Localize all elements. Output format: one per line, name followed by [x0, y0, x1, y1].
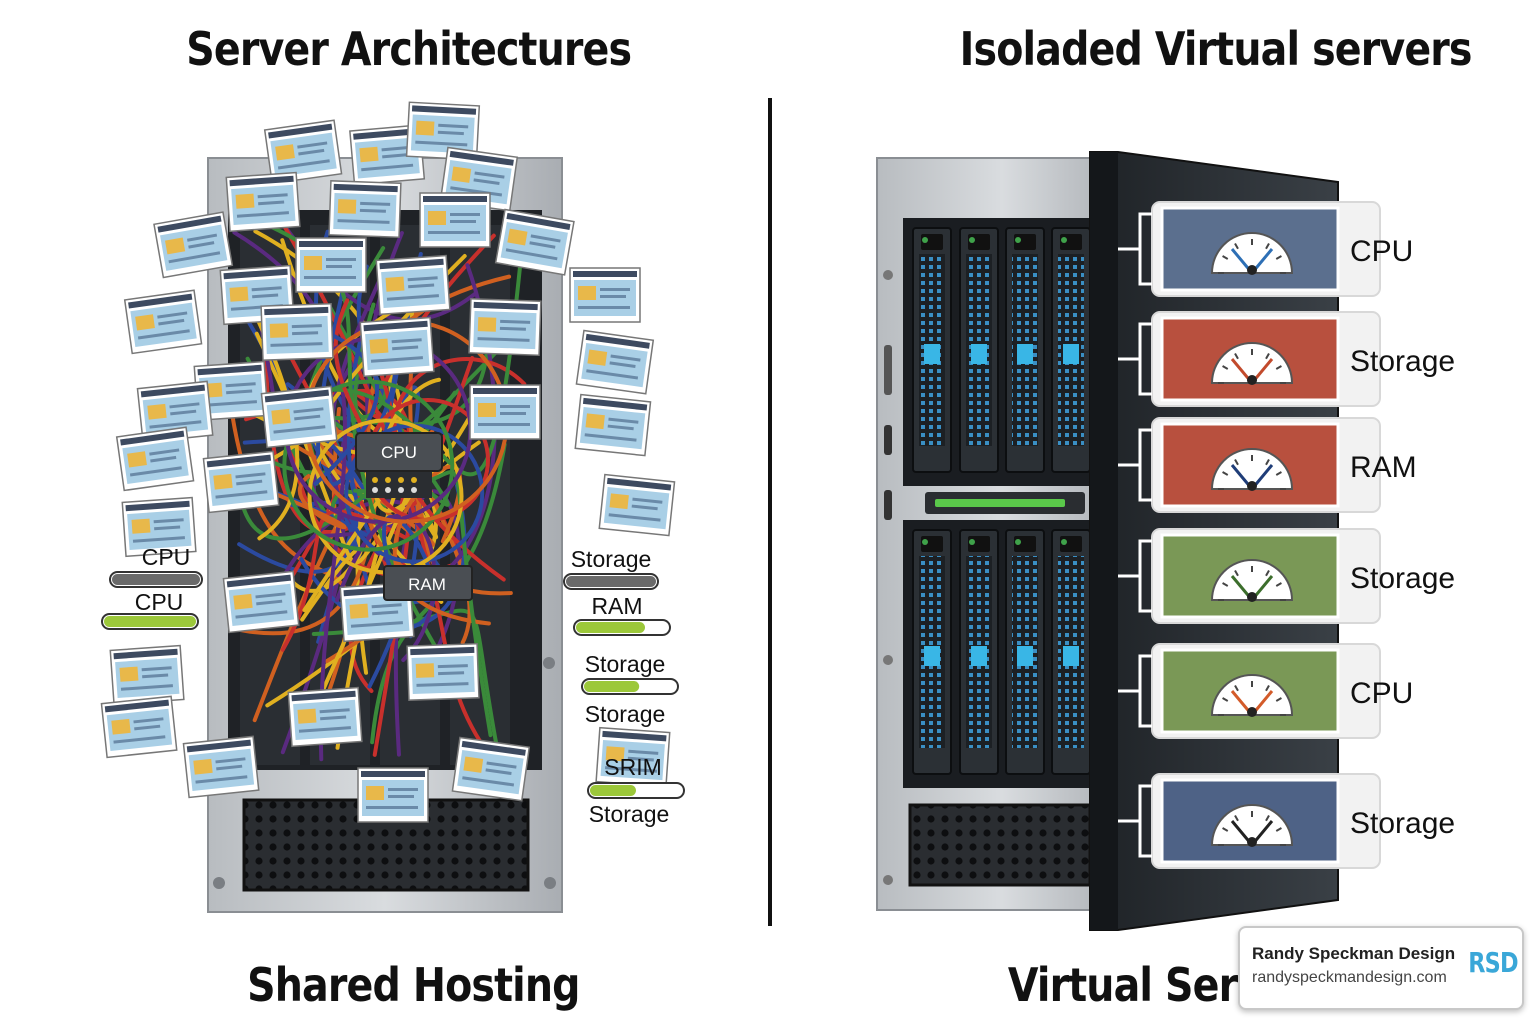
brand-logo-icon: RSD — [1468, 946, 1518, 979]
gauge-icon — [1210, 342, 1294, 384]
panel-label: Storage — [1350, 807, 1455, 840]
resource-panel: CPU — [1118, 643, 1413, 739]
resource-label: CPU — [135, 589, 184, 615]
panel-label: CPU — [1350, 235, 1413, 268]
ram-chip-label: RAM — [408, 575, 446, 594]
resource-bar-fill — [566, 576, 656, 587]
gauge-icon — [1210, 232, 1294, 274]
resource-bar-fill — [576, 622, 645, 633]
resource-bar-fill — [112, 574, 200, 585]
resource-label: CPU — [142, 544, 191, 570]
divider-line — [768, 98, 772, 926]
right-title: Isoladed Virtual servers — [959, 22, 1473, 76]
resource-bar-fill — [104, 616, 196, 627]
website-cards — [100, 101, 676, 823]
cpu-chip: CPU — [355, 432, 443, 498]
resource-label: Storage — [571, 546, 652, 572]
resource-labels: CPUCPUStorageRAMStorageStorageSRIMStorag… — [101, 544, 685, 827]
resource-label: RAM — [591, 593, 642, 619]
brand-url[interactable]: randyspeckmandesign.com — [1252, 969, 1447, 986]
panel-label: CPU — [1350, 677, 1413, 710]
panel-label: Storage — [1350, 562, 1455, 595]
resource-panel: Storage — [1118, 528, 1455, 624]
resource-label: SRIM — [604, 754, 662, 780]
drive-bays — [912, 227, 1091, 775]
resource-label: Storage — [585, 701, 666, 727]
resource-bar-fill — [584, 681, 640, 692]
cpu-chip-label: CPU — [381, 443, 417, 462]
gauge-icon — [1210, 559, 1294, 601]
left-title: Server Architectures — [186, 22, 632, 76]
resource-panel: CPU — [1118, 201, 1413, 297]
gauge-icon — [1210, 448, 1294, 490]
left-caption: Shared Hosting — [247, 958, 580, 1012]
panel-label: Storage — [1350, 345, 1455, 378]
resource-label: Storage — [585, 651, 666, 677]
gauge-icon — [1210, 804, 1294, 846]
brand-badge[interactable]: Randy Speckman Design randyspeckmandesig… — [1238, 926, 1524, 1010]
brand-name: Randy Speckman Design — [1252, 944, 1456, 963]
panel-label: RAM — [1350, 451, 1417, 484]
resource-label: Storage — [589, 801, 670, 827]
resource-panel: RAM — [1118, 417, 1417, 513]
gauge-icon — [1210, 674, 1294, 716]
ram-chip: RAM — [383, 565, 473, 601]
resource-bar-fill — [590, 785, 636, 796]
resource-panel: Storage — [1118, 311, 1455, 407]
resource-panel: Storage — [1118, 773, 1455, 869]
